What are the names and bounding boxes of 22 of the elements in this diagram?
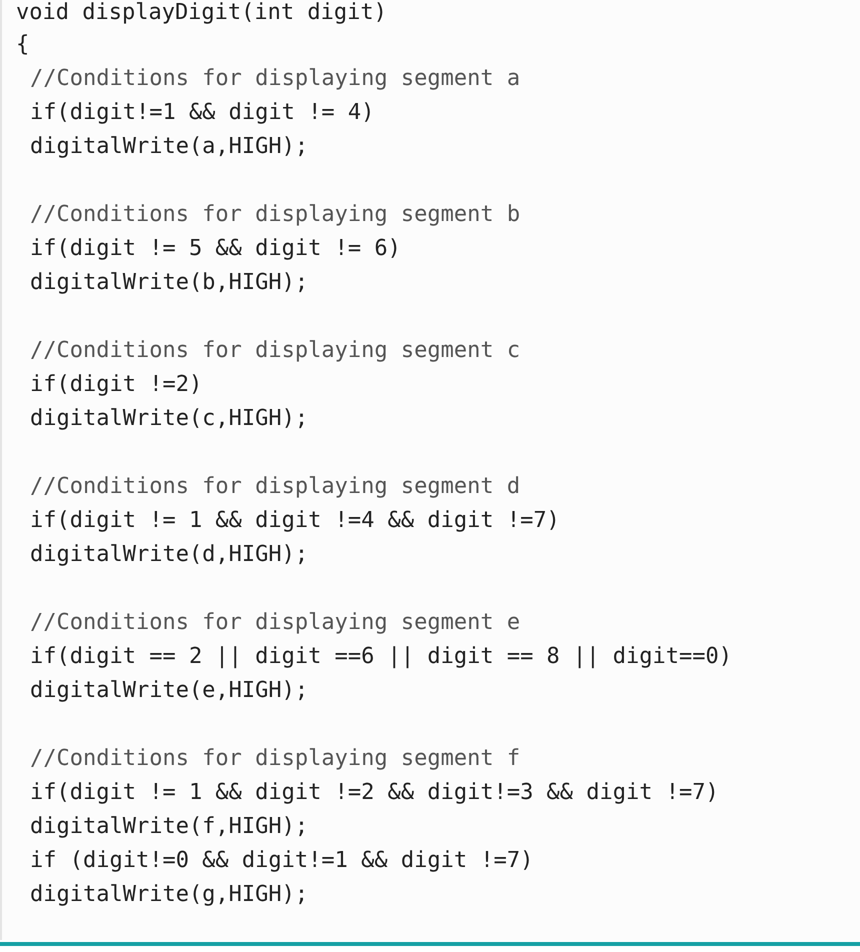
code-line: digitalWrite(e,HIGH);: [30, 678, 308, 704]
code-line: if(digit != 5 && digit != 6): [30, 236, 401, 262]
code-line: {: [16, 32, 30, 58]
code-line: void displayDigit(int digit): [16, 0, 387, 26]
code-comment: //Conditions for displaying segment c: [30, 338, 520, 364]
code-comment: //Conditions for displaying segment a: [30, 66, 520, 92]
code-line: digitalWrite(b,HIGH);: [30, 270, 308, 296]
code-line: if (digit!=0 && digit!=1 && digit !=7): [30, 848, 534, 874]
code-line: if(digit != 1 && digit !=2 && digit!=3 && digit !=7): [30, 780, 719, 806]
code-comment: //Conditions for displaying segment f: [30, 746, 520, 772]
code-line: if(digit!=1 && digit != 4): [30, 100, 374, 126]
code-line: if(digit !=2): [30, 372, 202, 398]
code-line: digitalWrite(g,HIGH);: [30, 882, 308, 908]
code-comment: //Conditions for displaying segment e: [30, 610, 520, 636]
code-line: digitalWrite(f,HIGH);: [30, 814, 308, 840]
code-line: digitalWrite(d,HIGH);: [30, 542, 308, 568]
code-comment: //Conditions for displaying segment d: [30, 474, 520, 500]
code-line: digitalWrite(a,HIGH);: [30, 134, 308, 160]
code-comment: //Conditions for displaying segment b: [30, 202, 520, 228]
code-line: if(digit != 1 && digit !=4 && digit !=7): [30, 508, 560, 534]
code-line: if(digit == 2 || digit ==6 || digit == 8 || digit==0): [30, 644, 732, 670]
code-line: digitalWrite(c,HIGH);: [30, 406, 308, 432]
